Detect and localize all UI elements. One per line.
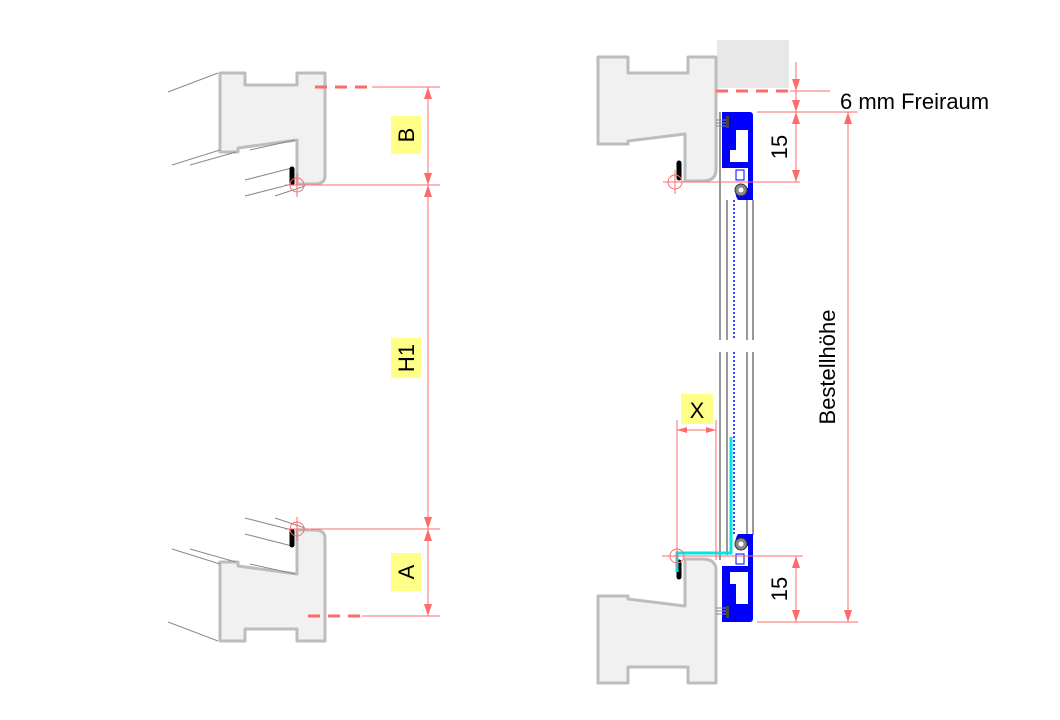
right-bottom-profile [598, 559, 716, 683]
cyan-guide-line [675, 437, 733, 572]
dimension-label-h1: H1 [394, 344, 419, 372]
dimension-label-b: B [394, 128, 419, 143]
left-bottom-profile [168, 517, 325, 641]
top-dimension-15: 15 [767, 135, 792, 159]
right-top-profile [598, 57, 716, 181]
bottom-blue-profile [715, 533, 754, 623]
bestellhoehe-label: Bestellhöhe [815, 310, 840, 425]
freiraum-label: 6 mm Freiraum [840, 89, 989, 114]
rails [719, 112, 754, 560]
bottom-dimension-15: 15 [767, 577, 792, 601]
dimension-label-a: A [394, 564, 419, 579]
dimension-label-x: X [690, 398, 705, 423]
lintel-box [717, 40, 789, 88]
top-blue-profile [715, 111, 754, 201]
left-top-profile [168, 73, 325, 197]
